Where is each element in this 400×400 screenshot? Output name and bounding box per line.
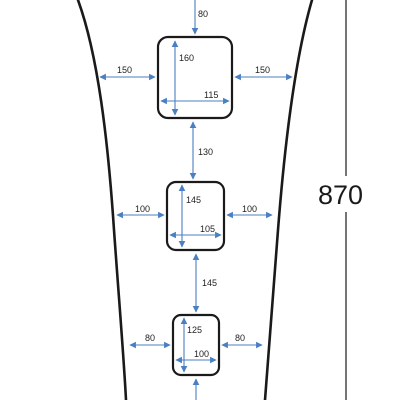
opening-3-left-label: 80 bbox=[145, 333, 155, 343]
opening-3 bbox=[171, 313, 221, 377]
opening-1-left-label: 150 bbox=[117, 65, 132, 75]
gap-1-2-label: 130 bbox=[198, 147, 213, 157]
opening-2-left-label: 100 bbox=[135, 204, 150, 214]
opening-1-height-label: 160 bbox=[179, 53, 194, 63]
opening-1 bbox=[156, 35, 234, 120]
opening-1-width-label: 115 bbox=[204, 90, 218, 100]
gap-2-3-label: 145 bbox=[202, 278, 217, 288]
opening-2-width-label: 105 bbox=[200, 224, 215, 234]
total-height-label-bg bbox=[316, 176, 378, 212]
total-height-label: 870 bbox=[318, 180, 363, 210]
opening-3-height-label: 125 bbox=[187, 325, 202, 335]
opening-2-right-label: 100 bbox=[242, 204, 257, 214]
panel-outline-right bbox=[263, 0, 314, 400]
opening-2-height-label: 145 bbox=[186, 195, 201, 205]
top-gap-label: 80 bbox=[198, 9, 208, 19]
opening-3-right-label: 80 bbox=[235, 333, 245, 343]
opening-2 bbox=[165, 180, 226, 252]
opening-1-right-label: 150 bbox=[255, 65, 270, 75]
opening-3-width-label: 100 bbox=[194, 349, 209, 359]
panel-outline-left bbox=[76, 0, 128, 400]
